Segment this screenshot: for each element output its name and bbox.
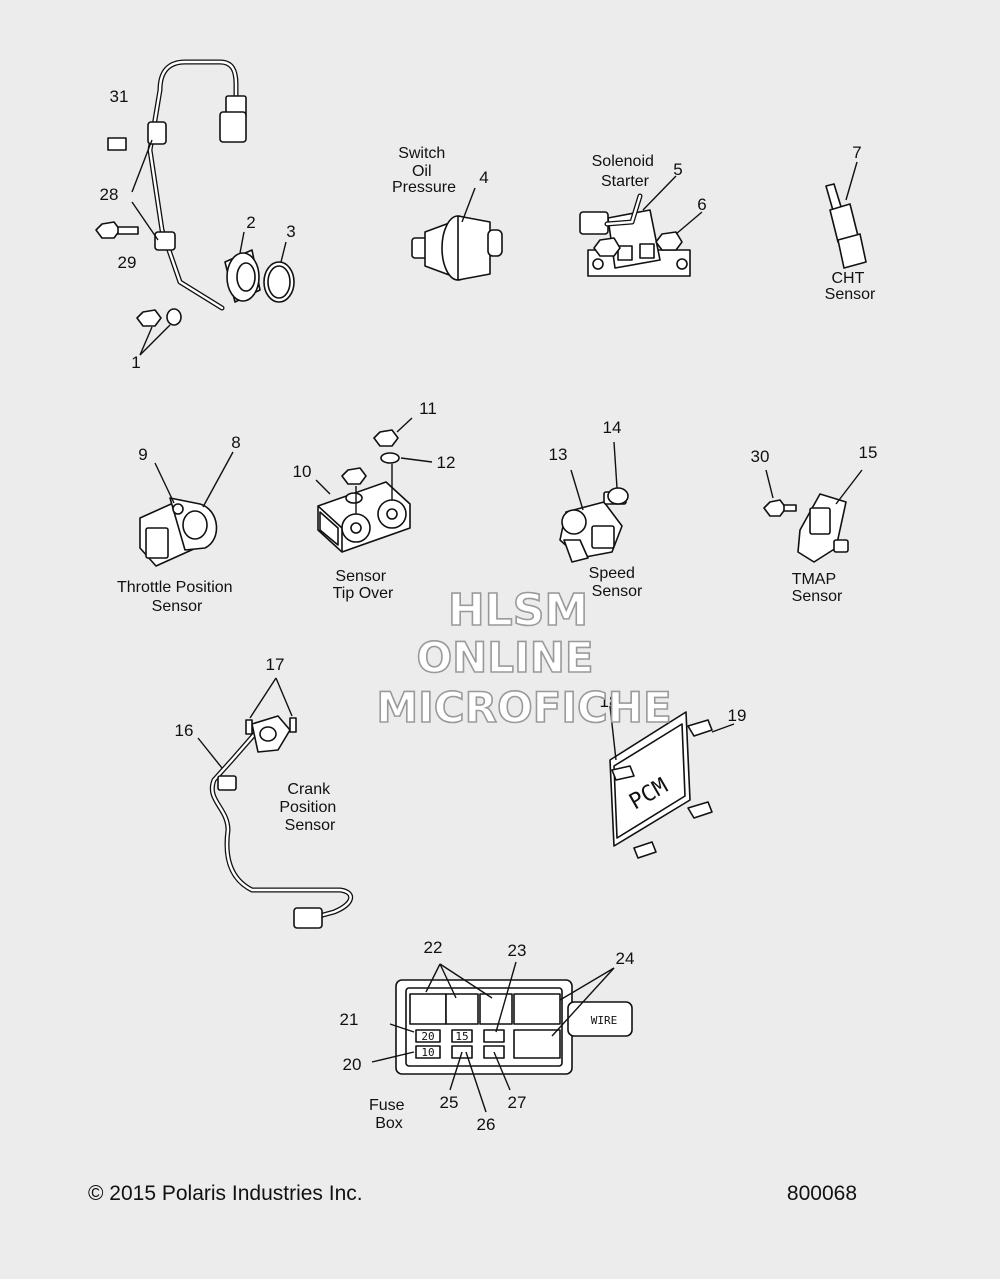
throttle-position-sensor (139, 451, 234, 567)
fuse-box (371, 961, 633, 1113)
fuse-15-marking: 15 (455, 1030, 468, 1043)
watermark-line-3: MICROFICHE (376, 683, 671, 732)
callout-8: 8 (231, 433, 240, 452)
callout-numbers: 1 2 3 4 5 6 7 8 9 10 11 12 13 14 15 16 1… (100, 87, 878, 1134)
callout-12: 12 (437, 453, 456, 472)
speed-sensor (559, 441, 629, 563)
copyright-text: © 2015 Polaris Industries Inc. (88, 1182, 363, 1205)
label-solenoid-starter: Solenoid Starter (592, 153, 659, 190)
callout-30: 30 (751, 447, 770, 466)
oil-pressure-switch (411, 187, 503, 281)
callout-16: 16 (175, 721, 194, 740)
fuse-20-marking: 20 (421, 1030, 434, 1043)
label-switch-oil-pressure: Switch Oil Pressure (392, 145, 456, 196)
callout-26: 26 (477, 1115, 496, 1134)
callout-21: 21 (340, 1010, 359, 1029)
callout-17: 17 (266, 655, 285, 674)
callout-19: 19 (728, 706, 747, 725)
callout-7: 7 (852, 143, 861, 162)
callout-14: 14 (603, 418, 622, 437)
callout-23: 23 (508, 941, 527, 960)
callout-5: 5 (673, 160, 682, 179)
callout-20: 20 (343, 1055, 362, 1074)
label-speed-sensor: Speed Sensor (589, 565, 643, 600)
callout-31: 31 (110, 87, 129, 106)
watermark: HLSM ONLINE MICROFICHE (376, 584, 673, 733)
label-fuse-box: Fuse Box (369, 1097, 409, 1132)
callout-22: 22 (424, 938, 443, 957)
callout-3: 3 (286, 222, 295, 241)
pcm-module (609, 705, 735, 859)
callout-29: 29 (118, 253, 137, 272)
callout-2: 2 (246, 213, 255, 232)
callout-24: 24 (616, 949, 635, 968)
callout-9: 9 (138, 445, 147, 464)
watermark-line-1: HLSM (448, 585, 588, 636)
label-tmap-sensor: TMAP Sensor (792, 571, 843, 605)
starter-solenoid (579, 175, 703, 277)
component-labels: Switch Oil Pressure Solenoid Starter CHT… (117, 145, 876, 1132)
crank-position-sensor (197, 677, 353, 929)
callout-15: 15 (859, 443, 878, 462)
watermark-line-2: ONLINE (416, 633, 593, 682)
callout-25: 25 (440, 1093, 459, 1112)
oxygen-sensor-assembly (95, 59, 295, 356)
fuse-10-marking: 10 (421, 1046, 434, 1059)
callout-4: 4 (479, 168, 488, 187)
tmap-sensor (763, 469, 863, 563)
cht-sensor (825, 161, 867, 269)
callout-11: 11 (419, 399, 437, 418)
label-crank-position-sensor: Crank Position Sensor (279, 781, 340, 834)
label-throttle-position-sensor: Throttle Position Sensor (117, 579, 237, 615)
tip-over-sensor (315, 417, 433, 553)
label-sensor-tip-over: Sensor Tip Over (333, 568, 394, 602)
callout-28: 28 (100, 185, 119, 204)
callout-13: 13 (549, 445, 568, 464)
diagram-number: 800068 (787, 1182, 857, 1205)
callout-18: 18 (600, 692, 619, 711)
wire-marking: WIRE (591, 1014, 618, 1027)
callout-1: 1 (131, 353, 140, 372)
callout-10: 10 (293, 462, 312, 481)
label-cht-sensor: CHT Sensor (825, 270, 876, 303)
callout-6: 6 (697, 195, 706, 214)
callout-27: 27 (508, 1093, 527, 1112)
